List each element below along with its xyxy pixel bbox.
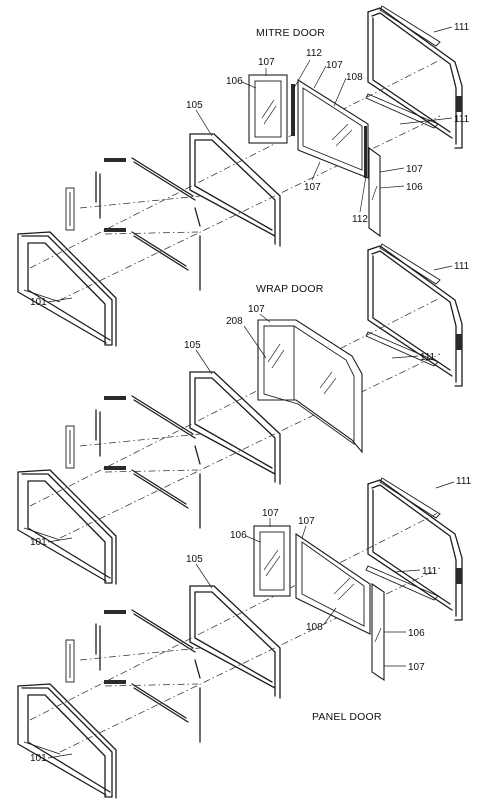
label-106-side: 106 (406, 182, 423, 193)
wrap-label-101: 101 (30, 537, 47, 548)
panel-side-glass (371, 582, 385, 682)
panel-label-111-top: 111 (456, 476, 472, 487)
panel-label-101: 101 (30, 753, 47, 764)
wrap-door-section: WRAP DOOR 111 107 208 105 111 101 (17, 243, 470, 585)
mitre-door-title: MITRE DOOR (256, 27, 325, 39)
label-111-lower: 111 (454, 114, 470, 125)
panel-label-106-side: 106 (408, 628, 425, 639)
panel-label-106-small: 106 (230, 530, 247, 541)
wrap-label-107: 107 (248, 304, 265, 315)
mitre-door-section: MITRE DOOR 111 107 112 107 106 108 105 1… (17, 5, 470, 347)
panel-door-section: PANEL DOOR 111 107 107 106 105 111 108 1… (17, 476, 472, 799)
panel-door-title: PANEL DOOR (312, 711, 382, 723)
wrap-label-111-lower: 111 (420, 352, 436, 363)
panel-label-107-side: 107 (408, 662, 425, 673)
small-glass-panel (248, 74, 288, 144)
label-107-side: 107 (406, 164, 423, 175)
label-108: 108 (346, 72, 363, 83)
label-101: 101 (30, 297, 47, 308)
panel-small-glass (253, 525, 291, 597)
panel-label-107-small: 107 (262, 508, 279, 519)
panel-large-glass (295, 532, 371, 635)
wrap-door-title: WRAP DOOR (256, 283, 324, 295)
large-glass-panel (297, 79, 369, 179)
label-107-small: 107 (258, 57, 275, 68)
panel-label-107-large: 107 (298, 516, 315, 527)
panel-label-108: 108 (306, 622, 323, 633)
wrap-label-111-top: 111 (454, 261, 470, 272)
label-107-bottom: 107 (304, 182, 321, 193)
label-105: 105 (186, 100, 203, 111)
wrap-glass-panel (257, 319, 363, 454)
panel-label-111-lower: 111 (422, 566, 438, 577)
wrap-label-105: 105 (184, 340, 201, 351)
label-107-large: 107 (326, 60, 343, 71)
wrap-label-208: 208 (226, 316, 243, 327)
side-glass-panel (364, 126, 381, 238)
label-106-small: 106 (226, 76, 243, 87)
label-112-bottom: 112 (352, 214, 368, 225)
label-112-top: 112 (306, 48, 322, 59)
label-111-top: 111 (454, 22, 470, 33)
panel-label-105: 105 (186, 554, 203, 565)
